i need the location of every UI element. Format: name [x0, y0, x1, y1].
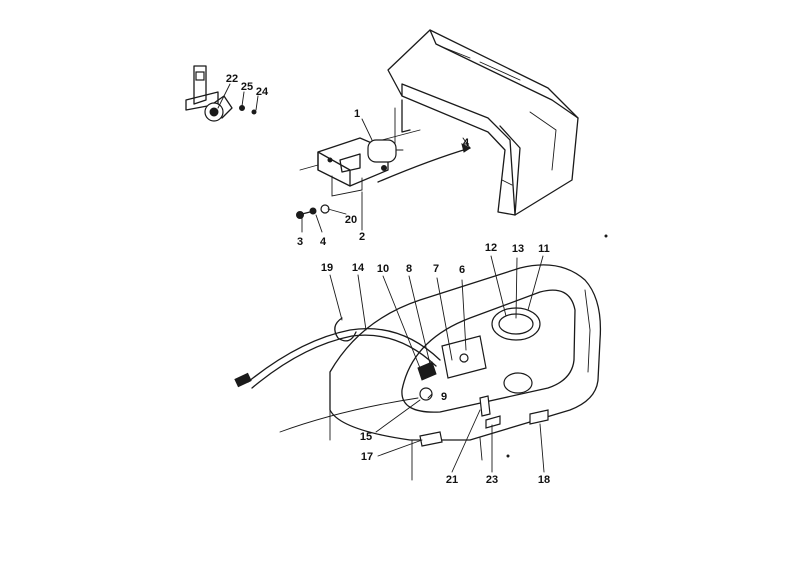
callout-6: 6	[459, 264, 465, 276]
callout-21: 21	[446, 474, 458, 486]
callout-15: 15	[360, 431, 372, 443]
callout-3: 3	[297, 236, 303, 248]
lower-cowl	[329, 264, 602, 481]
callout-4-housing: 4	[463, 137, 470, 149]
callout-labels: 1 2 3 4 4 6 7 8 9 10 11 12 13 14 15 17 1…	[226, 73, 550, 486]
callout-23: 23	[486, 474, 498, 486]
callout-13: 13	[512, 243, 524, 255]
upper-housing	[381, 29, 579, 216]
callout-17: 17	[361, 451, 373, 463]
callout-19: 19	[321, 262, 333, 274]
callout-2: 2	[359, 231, 365, 243]
callout-10: 10	[377, 263, 389, 275]
callout-20: 20	[345, 214, 357, 226]
callout-22: 22	[226, 73, 238, 85]
callout-9: 9	[441, 391, 447, 403]
callout-12: 12	[485, 242, 497, 254]
callout-24: 24	[256, 86, 269, 98]
callout-4-bracket: 4	[320, 236, 327, 248]
callout-8: 8	[406, 263, 412, 275]
cable-assembly	[234, 317, 441, 433]
callout-14: 14	[352, 262, 365, 274]
callout-18: 18	[538, 474, 550, 486]
motor-bracket-assembly	[296, 137, 471, 219]
stray-dot	[604, 234, 608, 238]
stray-dot	[506, 454, 510, 458]
callout-11: 11	[538, 243, 550, 255]
callout-1: 1	[354, 108, 360, 120]
leader-lines	[217, 83, 545, 473]
callout-25: 25	[241, 81, 253, 93]
callout-7: 7	[433, 263, 439, 275]
sensor-assembly	[185, 65, 257, 122]
